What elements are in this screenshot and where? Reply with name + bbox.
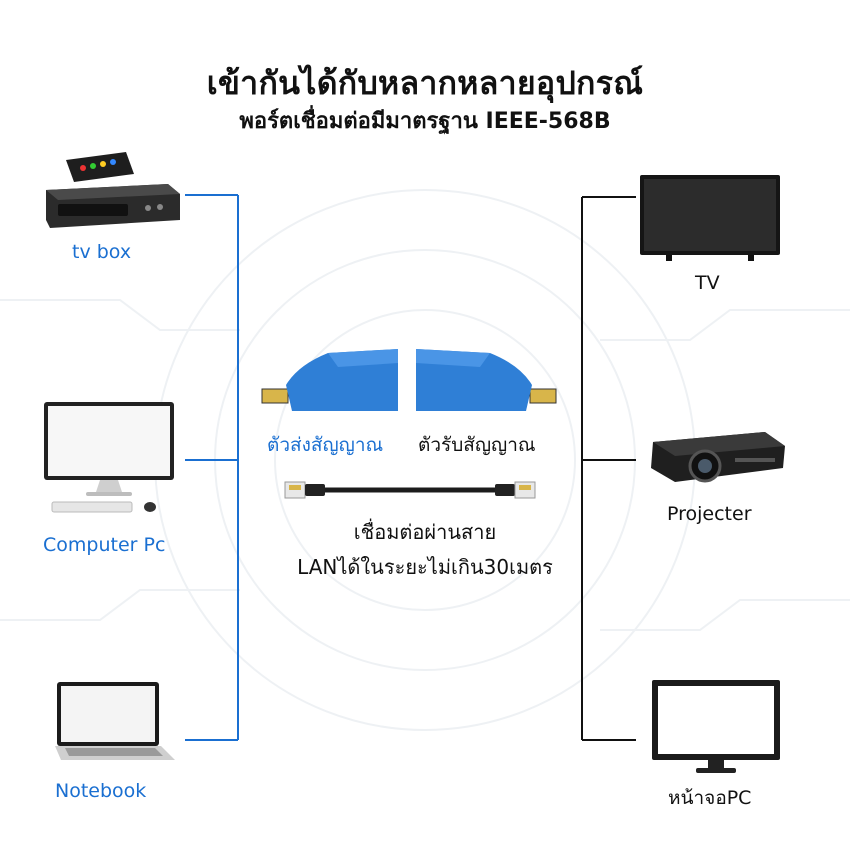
notebook-image — [55, 682, 175, 760]
label-transmitter: ตัวส่งสัญญาณ — [267, 434, 384, 456]
label-pc-monitor: หน้าจอPC — [668, 787, 752, 809]
cable-description-line2: LANได้ในระยะไม่เกิน30เมตร — [297, 555, 553, 579]
title-sub: พอร์ตเชื่อมต่อมีมาตรฐาน IEEE-568B — [239, 109, 611, 134]
lan-cable-image — [284, 481, 536, 499]
tv-box-image — [46, 152, 180, 228]
label-notebook: Notebook — [55, 780, 147, 802]
computer-pc-image — [44, 402, 174, 513]
tv-image — [640, 175, 780, 261]
pc-monitor-image — [652, 680, 780, 773]
right-bus-lines — [581, 196, 636, 741]
label-computer-pc: Computer Pc — [43, 534, 166, 556]
left-bus-lines — [185, 194, 239, 741]
title-main: เข้ากันได้กับหลากหลายอุปกรณ์ — [206, 64, 644, 102]
projector-image — [651, 432, 785, 483]
label-projector: Projecter — [667, 503, 752, 525]
receiver-adapter — [416, 349, 557, 411]
transmitter-adapter — [261, 349, 398, 411]
label-tv-box: tv box — [72, 241, 132, 263]
label-receiver: ตัวรับสัญญาณ — [418, 434, 536, 456]
label-tv: TV — [695, 272, 720, 294]
cable-description-line1: เชื่อมต่อผ่านสาย — [353, 520, 497, 544]
hdmi-extender-pair-image — [261, 349, 557, 411]
